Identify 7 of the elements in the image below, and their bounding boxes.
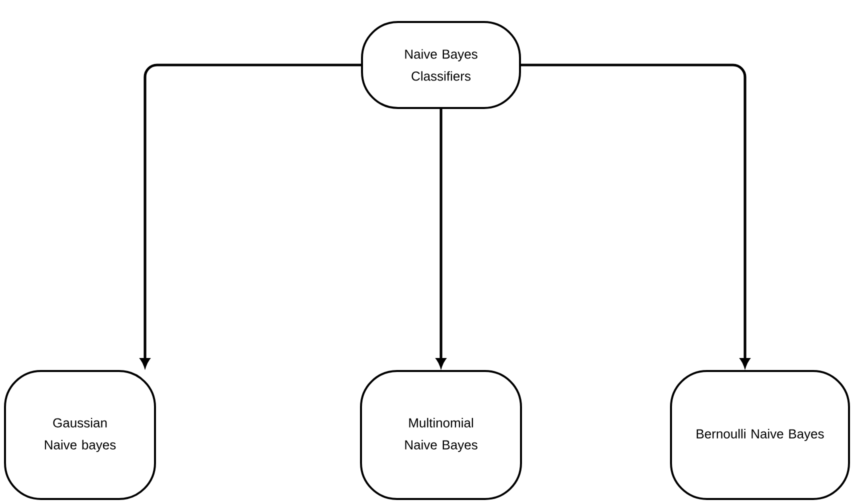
arrow — [140, 64, 361, 368]
arrow — [436, 109, 446, 368]
rounded-box: Multinomial Naive Bayes — [360, 370, 522, 500]
rounded-box: Gaussian Naive bayes — [4, 370, 156, 500]
arrow — [521, 64, 750, 368]
rounded-box: Naive Bayes Classifiers — [361, 21, 521, 109]
rounded-box: Bernoulli Naive Bayes — [670, 370, 850, 500]
